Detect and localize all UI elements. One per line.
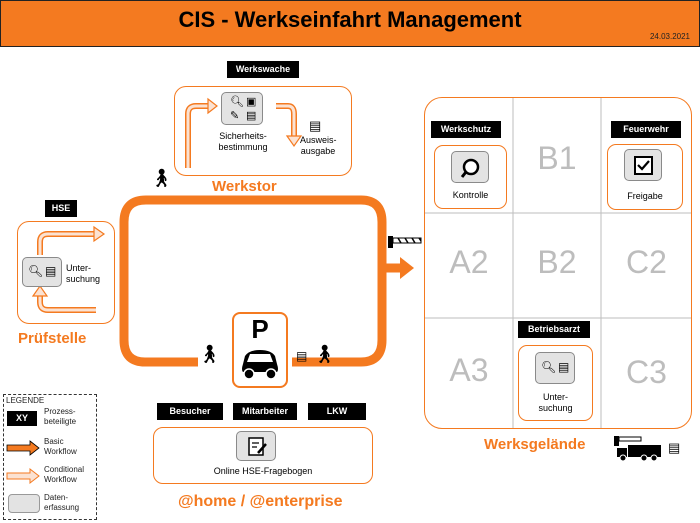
camera-icon: ▣ <box>246 96 257 108</box>
freigabe-caption: Freigabe <box>627 191 663 201</box>
werkstor-title: Werkstor <box>212 178 277 195</box>
magnifier-person-icon: 🔍︎ <box>28 264 44 278</box>
truck-icon <box>614 436 661 462</box>
lkw-label: LKW <box>308 403 366 420</box>
security-check-tile[interactable]: 🔍︎ ▣ ✎ ▤ <box>221 92 263 125</box>
legend-title: LEGENDE <box>6 396 45 405</box>
clipboard-icon: ▤ <box>558 360 570 374</box>
untersuchung-tile[interactable]: 🔍︎ ▤ <box>22 257 62 287</box>
id-card-icon: ▤ <box>309 118 322 133</box>
betriebsarzt-caption: Unter- suchung <box>538 392 573 413</box>
werksgelaende-title: Werksgelände <box>484 436 586 453</box>
page-title: CIS - Werkseinfahrt Management <box>178 7 522 32</box>
clipboard-icon: ▤ <box>45 264 57 278</box>
cell-b2: B2 <box>537 244 577 280</box>
kontrolle-tile[interactable] <box>451 151 489 183</box>
id-card-icon: ▤ <box>296 349 308 363</box>
home-enterprise-title: @home / @enterprise <box>178 493 343 510</box>
freigabe-tile[interactable] <box>624 149 662 181</box>
hse-label: HSE <box>45 200 77 217</box>
search-icon <box>460 158 480 178</box>
pruefstelle-caption: Unter- suchung <box>66 263 101 284</box>
legend-datenerfassung-swatch <box>8 494 40 513</box>
pruefstelle-title: Prüfstelle <box>18 330 87 347</box>
fragebogen-tile[interactable] <box>236 431 276 461</box>
checkbox-icon <box>634 156 653 175</box>
legend-item-prozessbeteiligte: Prozess- beteiligte <box>44 407 77 426</box>
pen-icon: ✎ <box>230 110 240 122</box>
cell-a3: A3 <box>449 352 489 388</box>
legend-basic-workflow-arrow <box>6 440 40 456</box>
werkschutz-label: Werkschutz <box>431 121 501 138</box>
sicherheitsbestimmung-caption: Sicherheits- bestimmung <box>218 131 268 152</box>
fragebogen-caption: Online HSE-Fragebogen <box>213 466 313 476</box>
kontrolle-caption: Kontrolle <box>452 190 489 200</box>
legend-item-basic-workflow: Basic Workflow <box>44 437 77 456</box>
ausweisausgabe-caption: Ausweis- ausgabe <box>300 135 337 156</box>
header-bar <box>0 0 700 47</box>
legend-item-datenerfassung: Daten- erfassung <box>44 493 80 512</box>
magnifier-person-icon: 🔍︎ <box>541 360 557 374</box>
cell-c2: C2 <box>626 244 667 280</box>
feuerwehr-label: Feuerwehr <box>611 121 681 138</box>
search-icon: 🔍︎ <box>230 96 244 108</box>
cell-a2: A2 <box>449 244 489 280</box>
walking-person-icon: 🚶︎ <box>198 344 221 364</box>
walking-person-icon: 🚶︎ <box>313 344 336 364</box>
id-card-icon: ▤ <box>246 110 257 122</box>
walking-person-icon: 🚶︎ <box>150 168 173 188</box>
betriebsarzt-untersuchung-tile[interactable]: 🔍︎ ▤ <box>535 352 575 384</box>
parking-letter: P <box>251 314 269 344</box>
werkstor-box <box>174 86 352 176</box>
betriebsarzt-label: Betriebsarzt <box>518 321 590 338</box>
legend-item-conditional-workflow: Conditional Workflow <box>44 465 85 484</box>
id-card-icon: ▤ <box>668 440 681 455</box>
werkswache-label: Werkswache <box>227 61 299 78</box>
barrier-icon <box>388 236 422 248</box>
besucher-label: Besucher <box>157 403 223 420</box>
cell-c3: C3 <box>626 354 667 390</box>
legend-xy-swatch: XY <box>7 411 37 426</box>
car-icon <box>242 350 278 380</box>
mitarbeiter-label: Mitarbeiter <box>233 403 297 420</box>
cell-b1: B1 <box>537 140 577 176</box>
form-edit-icon <box>248 437 267 456</box>
legend-conditional-workflow-arrow <box>6 467 40 485</box>
legend-box <box>3 394 97 520</box>
date-label: 24.03.2021 <box>649 32 690 41</box>
